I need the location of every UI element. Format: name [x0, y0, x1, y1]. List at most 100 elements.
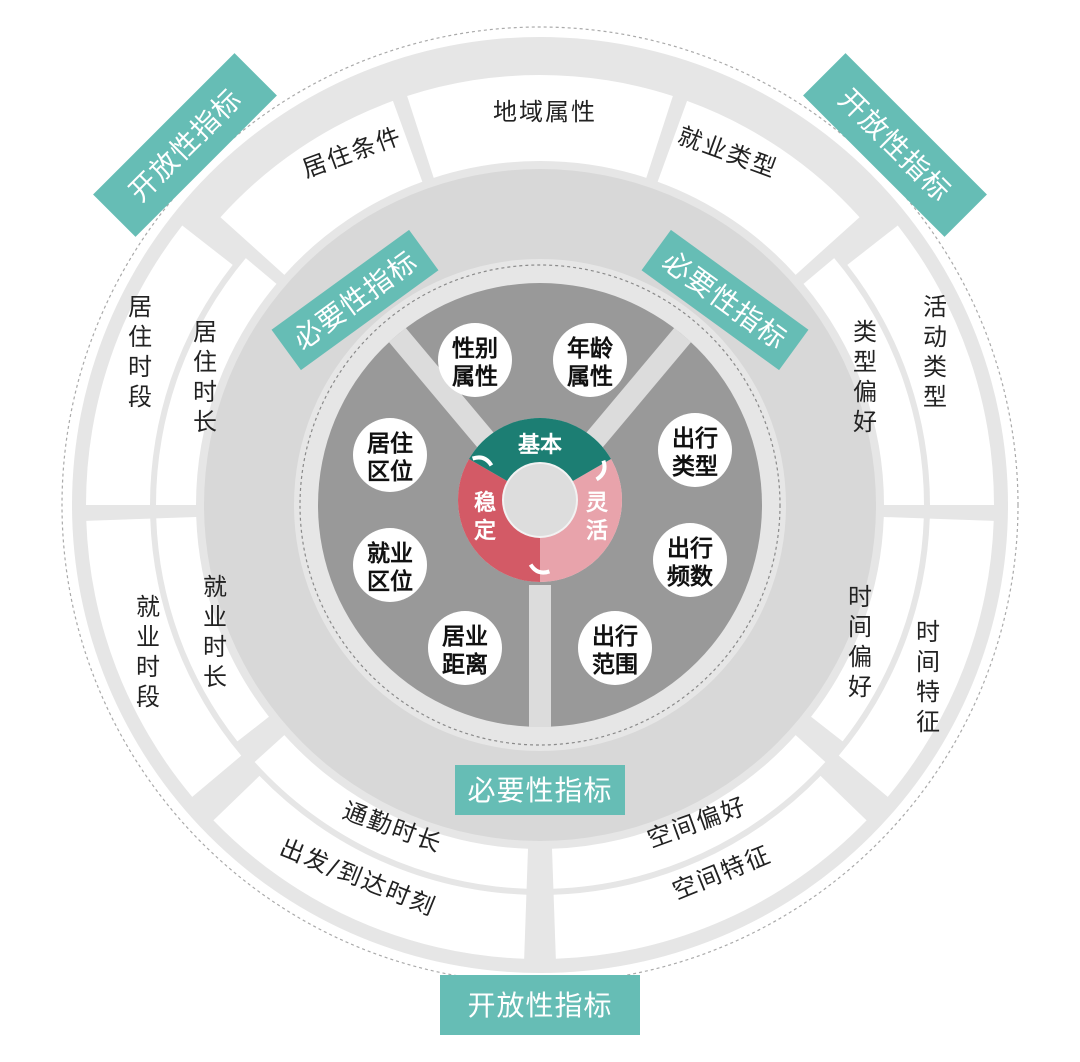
cell-left-inner-bottom	[156, 517, 269, 742]
open-label-bottom-text: 开放性指标	[467, 989, 612, 1022]
necessary-label-bottom-text: 必要性指标	[467, 774, 612, 807]
core-indicator-label: 出行	[592, 623, 638, 650]
core-indicator-label: 区位	[367, 568, 413, 595]
cell-char-right-outer-top: 型	[923, 383, 947, 411]
cell-char-right-inner-top: 型	[853, 348, 877, 376]
core-indicator-label: 居业	[442, 624, 488, 650]
necessary-label-bottom: 必要性指标	[455, 765, 625, 815]
cell-bottom-right-inner	[552, 735, 826, 889]
cell-char-right-outer-top: 类	[923, 353, 947, 381]
cell-bottom-left-outer	[213, 775, 527, 959]
core-indicator-label: 频数	[667, 564, 714, 590]
core-indicator-circle	[578, 611, 652, 685]
center-label-right: 活	[586, 519, 608, 544]
cell-right-outer-bottom	[838, 518, 994, 797]
cell-char-right-outer-top: 动	[923, 323, 947, 351]
stable-sector	[458, 459, 540, 582]
cell-char-left-outer-top: 段	[128, 383, 152, 411]
cycle-arrow	[595, 459, 607, 482]
cell-char-left-inner-top: 住	[193, 348, 217, 376]
cell-char-right-inner-top: 偏	[853, 378, 877, 406]
cell-char-right-outer-bottom: 时	[916, 618, 940, 646]
cell-char-left-outer-bottom: 业	[136, 623, 160, 651]
cell-char-left-outer-top: 居	[128, 293, 152, 321]
core-indicator-label: 属性	[452, 364, 498, 390]
core-indicator-label: 属性	[567, 364, 613, 390]
core-indicator-label: 类型	[672, 454, 718, 480]
cell-char-left-outer-bottom: 就	[136, 593, 160, 621]
cell-top-inner-mid	[407, 74, 673, 178]
spoke-upper-right	[582, 327, 692, 451]
core-indicator-label: 出行	[667, 535, 713, 562]
cycle-arrow	[471, 455, 494, 467]
center-label-right: 灵	[586, 491, 608, 516]
necessary-label-upper-left-box	[271, 229, 439, 371]
necessary-label-upper-right-box	[641, 229, 809, 371]
cell-left-outer-top	[86, 225, 233, 505]
center-hub	[504, 464, 576, 536]
indicator-cells: 居住条件地域属性就业类型居住时段居住时长就业时段就业时长类型偏好活动类型时间偏好…	[86, 74, 994, 959]
inner-dashed-ring	[299, 264, 781, 746]
cell-char-left-outer-bottom: 段	[136, 683, 160, 711]
cell-bottom-right-outer	[553, 775, 867, 959]
necessary-label-bottom-box	[455, 765, 625, 815]
cell-char-left-inner-bottom: 长	[203, 663, 227, 691]
core-indicator-circle	[653, 523, 727, 597]
core-indicator-label: 居住	[367, 430, 413, 457]
cell-char-right-inner-top: 好	[853, 408, 877, 436]
cell-char-right-outer-top: 活	[923, 293, 947, 321]
open-label-upper-left-box	[93, 53, 277, 237]
core-indicator-circle	[658, 413, 732, 487]
cell-char-left-outer-top: 住	[128, 323, 152, 351]
cell-char-right-inner-bottom: 偏	[848, 643, 872, 671]
core-indicator-label: 性别	[452, 336, 498, 362]
cell-top-inner-left	[220, 100, 423, 275]
center-label-left: 稳	[474, 490, 496, 516]
cell-top-inner-right	[657, 100, 860, 275]
cell-bottom-left-inner	[254, 735, 528, 889]
core-indicator-label: 范围	[592, 652, 638, 678]
core-indicator-label: 就业	[367, 540, 413, 567]
core-indicator-label: 区位	[367, 458, 413, 485]
open-label-bottom-box	[440, 975, 640, 1035]
cell-char-right-outer-bottom: 特	[916, 678, 940, 706]
cycle-arrow	[528, 563, 551, 575]
core-indicator-label: 年龄	[567, 335, 614, 362]
cell-label-top-inner-mid: 地域属性	[493, 98, 597, 126]
open-label-upper-right-box	[803, 53, 987, 237]
spoke-upper-left	[388, 327, 498, 451]
cell-char-left-inner-bottom: 业	[203, 603, 227, 631]
core-indicator-circle	[428, 611, 502, 685]
flexible-sector	[540, 459, 622, 582]
cell-left-inner-top	[156, 258, 277, 505]
cell-left-outer-bottom	[86, 518, 242, 797]
center-label-top: 基本	[518, 433, 562, 458]
cell-char-left-inner-top: 时	[193, 378, 217, 406]
cell-right-inner-top	[803, 258, 924, 505]
cell-char-right-outer-bottom: 征	[916, 708, 940, 736]
basic-sector	[468, 418, 612, 481]
cell-right-inner-bottom	[811, 517, 924, 742]
open-label-bottom: 开放性指标	[440, 975, 640, 1035]
core-indicator-circle	[353, 418, 427, 492]
center-label-left: 定	[474, 518, 496, 544]
cell-char-right-inner-top: 类	[853, 318, 877, 346]
cell-char-left-outer-top: 时	[128, 353, 152, 381]
core-indicator-circle	[438, 323, 512, 397]
cell-char-left-inner-top: 长	[193, 408, 217, 436]
cell-char-left-inner-bottom: 时	[203, 633, 227, 661]
core-indicator-label: 距离	[442, 651, 488, 678]
cell-char-right-inner-bottom: 好	[848, 673, 872, 701]
core-indicator-label: 出行	[672, 425, 718, 452]
cell-char-left-outer-bottom: 时	[136, 653, 160, 681]
